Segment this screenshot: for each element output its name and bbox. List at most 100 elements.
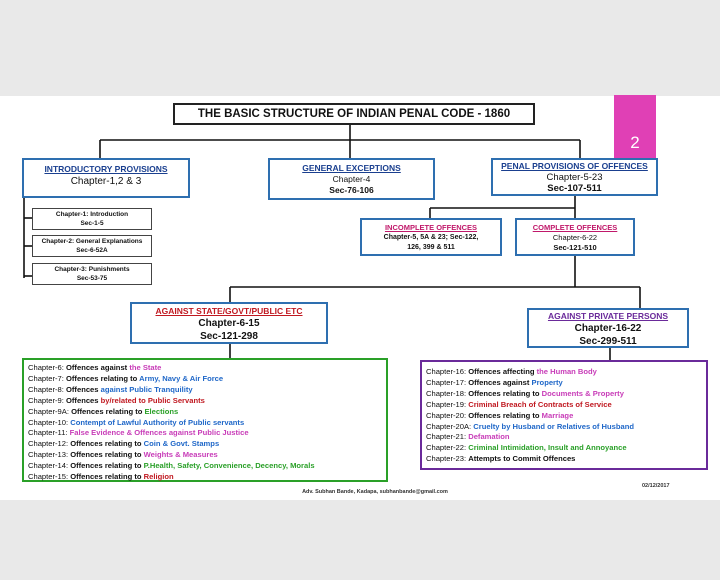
state-list-chapter-label: Chapter-13: [28, 450, 71, 460]
private-list-row: Chapter-20: Offences relating to Marriag… [426, 411, 702, 422]
private-list-row: Chapter-18: Offences relating to Documen… [426, 389, 702, 400]
page-number-tag: 2 [614, 95, 656, 159]
private-list-offence-subject: the Human Body [536, 367, 597, 376]
state-list-row: Chapter-15: Offences relating to Religio… [28, 472, 382, 483]
state-list-offence-prefix: Offences [66, 395, 101, 405]
state-list-row: Chapter-8: Offences against Public Tranq… [28, 385, 382, 396]
intro-item-1-sec: Sec-1-5 [80, 219, 104, 227]
incomplete-offences-box: INCOMPLETE OFFENCES Chapter-5, 5A & 23; … [360, 218, 502, 256]
general-sections: Sec-76-106 [329, 185, 374, 195]
private-list-offence-prefix: Offences relating to [468, 410, 542, 420]
private-list-chapter-label: Chapter-18: [426, 388, 469, 398]
incomplete-heading: INCOMPLETE OFFENCES [384, 223, 478, 232]
state-list-offence-subject: the State [129, 363, 162, 372]
private-list-chapter-label: Chapter-19: [426, 399, 469, 409]
general-exceptions-box: GENERAL EXCEPTIONS Chapter-4 Sec-76-106 [268, 158, 435, 200]
private-list-offence-subject: Criminal Intimidation, Insult and Annoya… [468, 443, 627, 453]
complete-sections: Sec-121-510 [553, 243, 597, 252]
private-list-chapter-label: Chapter-21: [426, 432, 469, 442]
state-list-offence-prefix: Offences relating to [70, 472, 144, 482]
intro-heading: INTRODUCTORY PROVISIONS [44, 164, 168, 174]
intro-item-1-title: Chapter-1: Introduction [55, 211, 129, 218]
private-list-offence-subject: Defamation [468, 432, 510, 442]
private-sections: Sec-299-511 [579, 336, 637, 347]
complete-chapter: Chapter-6-22 [552, 233, 598, 242]
general-chapter: Chapter-4 [332, 174, 371, 184]
state-list-chapter-label: Chapter-10: [28, 417, 71, 427]
private-list-row: Chapter-20A: Cruelty by Husband or Relat… [426, 422, 702, 433]
general-heading: GENERAL EXCEPTIONS [302, 163, 401, 173]
state-list-offence-subject: Army, Navy & Air Force [139, 373, 224, 383]
state-list-row: Chapter-13: Offences relating to Weights… [28, 450, 382, 461]
against-state-box: AGAINST STATE/GOVT/PUBLIC ETC Chapter-6-… [130, 302, 328, 344]
incomplete-line-2: 126, 399 & 511 [407, 244, 455, 251]
state-list-row: Chapter-9: Offences by/related to Public… [28, 396, 382, 407]
private-list-chapter-label: Chapter-17: [426, 377, 469, 387]
private-list-offence-prefix: Offences relating to [468, 388, 542, 398]
private-list-row: Chapter-19: Criminal Breach of Contracts… [426, 400, 702, 411]
penal-chapter: Chapter-5-23 [546, 172, 603, 183]
state-list-offence-subject: P.Health, Safety, Convenience, Decency, … [143, 461, 315, 471]
state-list-offence-subject: Coin & Govt. Stamps [143, 439, 220, 449]
intro-item-2-title: Chapter-2: General Explanations [41, 238, 143, 245]
intro-item-2: Chapter-2: General Explanations Sec-6-52… [32, 235, 152, 257]
against-private-box: AGAINST PRIVATE PERSONS Chapter-16-22 Se… [527, 308, 689, 348]
title-text: THE BASIC STRUCTURE OF INDIAN PENAL CODE… [197, 108, 511, 120]
state-list-offence-prefix: Offences relating to [70, 439, 144, 449]
state-list-chapter-label: Chapter-12: [28, 439, 71, 449]
author-credit: Adv. Subhan Bande, Kadapa, subhanbande@g… [302, 489, 448, 495]
private-list-row: Chapter-22: Criminal Intimidation, Insul… [426, 443, 702, 454]
page-title: THE BASIC STRUCTURE OF INDIAN PENAL CODE… [173, 103, 535, 125]
state-list-chapter-label: Chapter-11: [28, 428, 70, 438]
state-list-chapter-label: Chapter-6: [28, 363, 66, 372]
state-list-offence-prefix: Offences relating to [66, 373, 140, 383]
state-list-offence-prefix: Offences relating to [71, 406, 145, 416]
private-heading: AGAINST PRIVATE PERSONS [547, 311, 669, 321]
state-list-chapter-label: Chapter-7: [28, 373, 66, 383]
state-heading: AGAINST STATE/GOVT/PUBLIC ETC [155, 306, 303, 316]
complete-offences-box: COMPLETE OFFENCES Chapter-6-22 Sec-121-5… [515, 218, 635, 256]
intro-item-2-sec: Sec-6-52A [76, 246, 108, 254]
state-sections: Sec-121-298 [200, 331, 258, 342]
state-list-chapter-label: Chapter-9A: [28, 406, 72, 416]
state-list-row: Chapter-12: Offences relating to Coin & … [28, 439, 382, 450]
intro-item-3: Chapter-3: Punishments Sec-53-75 [32, 263, 152, 285]
private-list-offence-subject: Cruelty by Husband or Relatives of Husba… [473, 421, 635, 431]
state-list-row: Chapter-11: False Evidence & Offences ag… [28, 428, 382, 439]
state-list-offence-subject: Religion [143, 472, 174, 482]
state-list-offence-subject: Weights & Measures [143, 450, 218, 460]
state-list-offence-subject: by/related to Public Servants [100, 395, 205, 405]
private-list-offence-subject: Documents & Property [541, 388, 624, 398]
state-list-chapter-label: Chapter-9: [28, 395, 66, 405]
private-chapter: Chapter-16-22 [574, 323, 642, 334]
date-stamp: 02/12/2017 [642, 483, 670, 489]
private-list-chapter-label: Chapter-16: [426, 367, 469, 376]
state-list-offence-subject: Elections [144, 406, 179, 416]
state-list-chapter-label: Chapter-8: [28, 384, 66, 394]
state-list-offence-prefix: Offences against [66, 363, 130, 372]
private-list-offence-subject: Criminal Breach of Contracts of Service [468, 399, 612, 409]
page-number: 2 [630, 133, 640, 152]
state-list-row: Chapter-10: Contempt of Lawful Authority… [28, 418, 382, 429]
complete-heading: COMPLETE OFFENCES [532, 223, 618, 232]
state-list-row: Chapter-14: Offences relating to P.Healt… [28, 461, 382, 472]
penal-sections: Sec-107-511 [547, 183, 602, 194]
private-list-chapter-label: Chapter-23: [426, 454, 469, 464]
private-list-chapter-label: Chapter-20A: [426, 421, 474, 431]
private-list-offence-subject: Property [531, 377, 563, 387]
state-list-offence-prefix: Offences relating to [70, 450, 144, 460]
private-list-chapter-label: Chapter-22: [426, 443, 469, 453]
private-list-chapter-label: Chapter-20: [426, 410, 469, 420]
intro-item-3-sec: Sec-53-75 [76, 274, 108, 282]
private-list-row: Chapter-17: Offences against Property [426, 378, 702, 389]
state-list-offence-subject: False Evidence & Offences against Public… [69, 428, 249, 438]
penal-heading: PENAL PROVISIONS OF OFFENCES [501, 161, 648, 171]
state-list-chapter-label: Chapter-15: [28, 472, 71, 482]
private-chapter-list: Chapter-16: Offences affecting the Human… [420, 360, 708, 470]
state-list-chapter-label: Chapter-14: [28, 461, 71, 471]
intro-sub: Chapter-1,2 & 3 [70, 176, 142, 187]
state-list-row: Chapter-6: Offences against the State [28, 363, 382, 374]
state-chapter: Chapter-6-15 [198, 318, 260, 329]
state-list-row: Chapter-7: Offences relating to Army, Na… [28, 374, 382, 385]
